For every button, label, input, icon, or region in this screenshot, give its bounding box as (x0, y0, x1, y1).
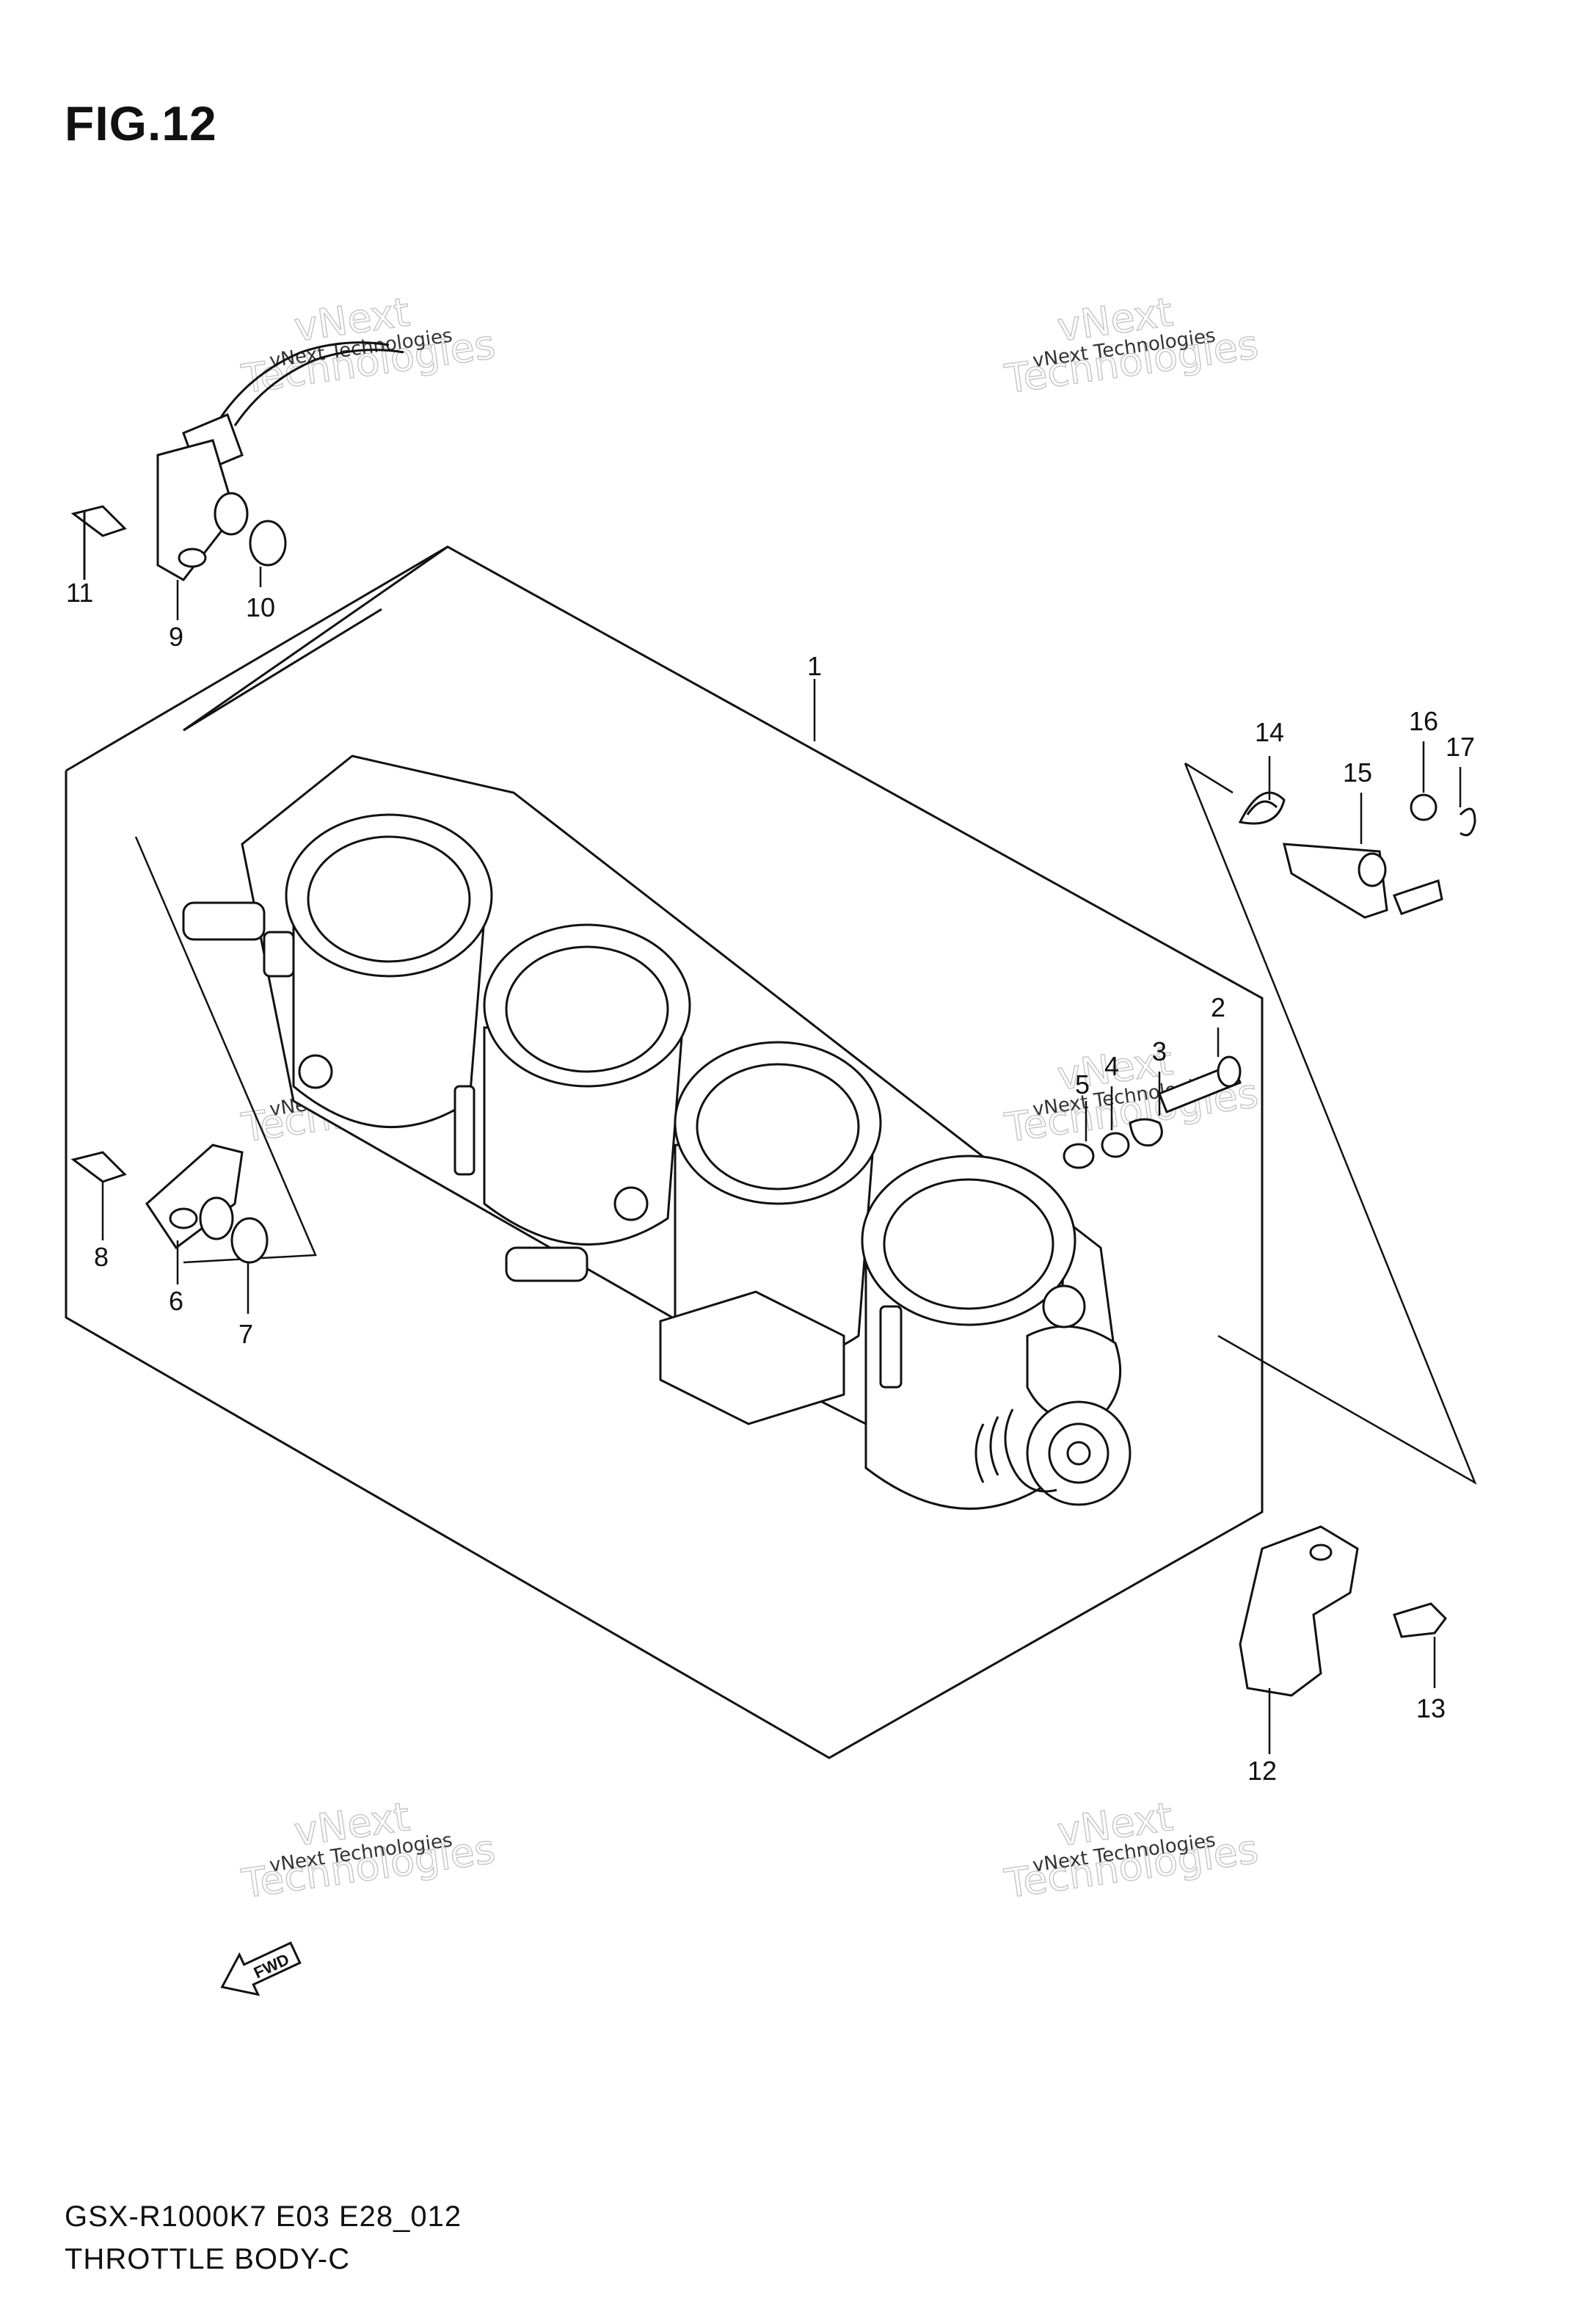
screw-washers (1063, 1055, 1242, 1169)
bore-1 (285, 813, 493, 1128)
callout-1: 1 (807, 651, 822, 681)
figure-title: FIG.12 (65, 96, 217, 150)
assembly-box (65, 545, 1264, 1759)
callout-13: 13 (1416, 1693, 1446, 1723)
watermark-bottom-left: vNext Technologies vNext Technologies (238, 1793, 498, 1908)
callout-9: 9 (169, 622, 183, 652)
bore-2 (483, 923, 691, 1246)
callout-7: 7 (238, 1319, 253, 1349)
part-name: THROTTLE BODY-C (65, 2243, 351, 2275)
sub-group-left (134, 836, 317, 1264)
callout-numbers: 1 2 3 4 5 6 7 8 9 10 11 12 13 14 15 16 1… (66, 578, 1475, 1786)
callout-16: 16 (1409, 706, 1438, 736)
bracket-lower-right (1239, 1525, 1447, 1697)
fwd-arrow: FWD (220, 1941, 302, 1996)
linkage-right (1238, 791, 1476, 919)
watermark-top-right: vNext Technologies vNext Technologies (1001, 288, 1261, 404)
model-code: GSX-R1000K7 E03 E28_012 (65, 2200, 462, 2233)
callout-8: 8 (94, 1242, 109, 1272)
callout-17: 17 (1446, 732, 1475, 762)
callout-5: 5 (1075, 1069, 1090, 1099)
sub-group-right (1184, 762, 1477, 1485)
bore-4 (861, 1155, 1076, 1511)
callout-12: 12 (1247, 1756, 1277, 1786)
callout-2: 2 (1211, 992, 1225, 1022)
callout-4: 4 (1104, 1051, 1119, 1081)
sensor-lower (70, 1144, 269, 1264)
callout-6: 6 (169, 1286, 183, 1316)
leader-lines (83, 558, 1462, 1754)
callout-10: 10 (246, 592, 275, 622)
watermark-bottom-right: vNext Technologies vNext Technologies (1001, 1793, 1261, 1908)
throttle-body-assembly (182, 755, 1132, 1511)
callout-14: 14 (1255, 717, 1284, 747)
callout-15: 15 (1343, 757, 1372, 788)
sensor-upper (70, 341, 404, 581)
callout-11: 11 (66, 578, 93, 608)
callout-3: 3 (1152, 1036, 1167, 1066)
